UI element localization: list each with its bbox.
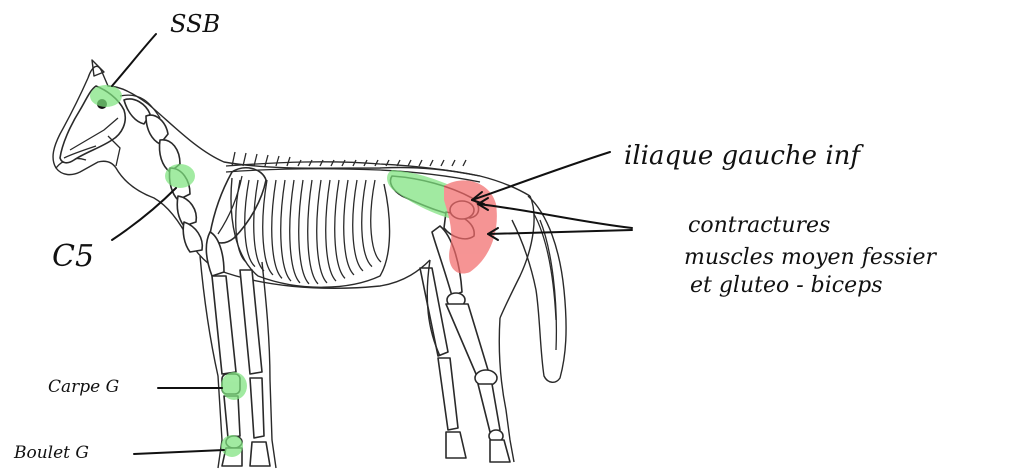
tail bbox=[512, 196, 566, 382]
spinous-process bbox=[331, 160, 334, 166]
iliaque-label: iliaque gauche inf bbox=[624, 141, 864, 171]
spinous-process bbox=[419, 160, 422, 166]
spinous-process bbox=[265, 155, 268, 166]
spinous-process bbox=[320, 160, 323, 166]
boulet-pointer bbox=[134, 450, 224, 454]
ssb-label: SSB bbox=[170, 10, 220, 38]
c5-label: C5 bbox=[52, 239, 94, 274]
carpe-label: Carpe G bbox=[48, 377, 119, 397]
ssb-pointer bbox=[112, 34, 156, 86]
contractures-label-line2: muscles moyen fessier bbox=[684, 245, 937, 270]
scapula bbox=[210, 168, 266, 243]
spinous-process bbox=[287, 157, 290, 166]
spinous-process bbox=[342, 160, 345, 166]
rib bbox=[371, 180, 381, 262]
contractures-pointer-upper bbox=[478, 204, 632, 228]
spinous-process bbox=[309, 160, 312, 166]
spinous-process bbox=[452, 160, 455, 166]
contractures-pointer-lower bbox=[488, 230, 632, 234]
spinous-process bbox=[276, 156, 279, 166]
ssb-highlight bbox=[90, 85, 122, 107]
spinous-process bbox=[430, 160, 433, 166]
contractures-label-line1: contractures bbox=[688, 213, 830, 238]
c5-pointer bbox=[112, 188, 176, 240]
spinous-process bbox=[298, 160, 301, 166]
iliaque-pointer bbox=[472, 152, 610, 200]
spinous-process bbox=[463, 160, 466, 166]
spinous-process bbox=[441, 160, 444, 166]
fore-limb bbox=[200, 232, 276, 468]
spinous-process bbox=[408, 160, 411, 166]
boulet-highlight bbox=[221, 435, 243, 457]
boulet-label: Boulet G bbox=[13, 443, 89, 463]
carpe-highlight bbox=[221, 372, 247, 400]
c5-highlight bbox=[165, 164, 195, 188]
contractures-label-line3: et gluteo - biceps bbox=[690, 273, 883, 298]
spinous-process bbox=[375, 160, 378, 166]
